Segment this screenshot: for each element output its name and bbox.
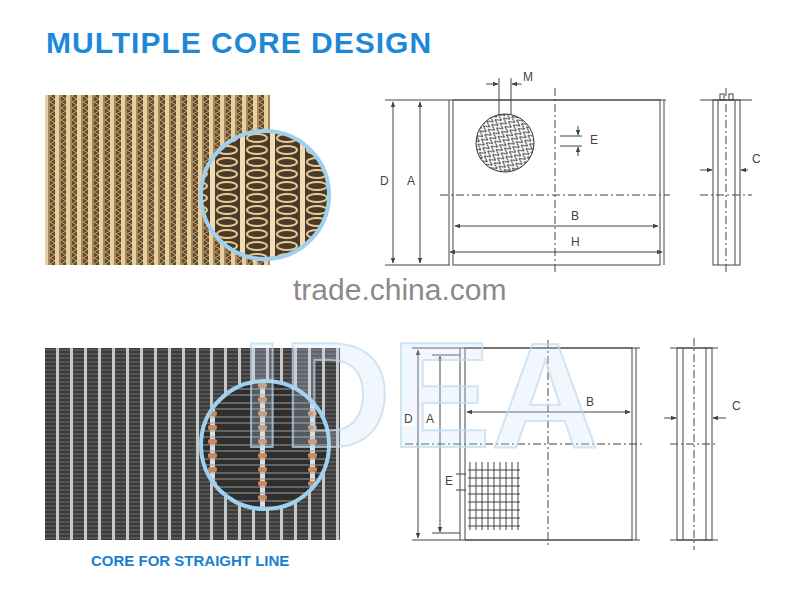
- dimension-letter: A: [424, 413, 436, 426]
- photo-caption: CORE FOR STRAIGHT LINE: [91, 553, 289, 570]
- dimension-letter: D: [402, 413, 415, 426]
- dimension-letter: D: [378, 175, 391, 188]
- dimension-letter: C: [730, 400, 743, 413]
- page-title: MULTIPLE CORE DESIGN: [46, 26, 432, 59]
- watermark: trade.china.com: [293, 273, 506, 306]
- dimension-letter: M: [521, 71, 535, 84]
- dimension-letter: B: [569, 210, 581, 223]
- dimension-letter: H: [569, 236, 582, 249]
- dimension-letter: C: [750, 153, 763, 166]
- dimension-letter: E: [443, 475, 455, 488]
- dimension-letter: E: [588, 134, 600, 147]
- dimension-letter: B: [584, 396, 596, 409]
- watermark: IDEA: [241, 313, 599, 478]
- dimension-letter: A: [405, 175, 417, 188]
